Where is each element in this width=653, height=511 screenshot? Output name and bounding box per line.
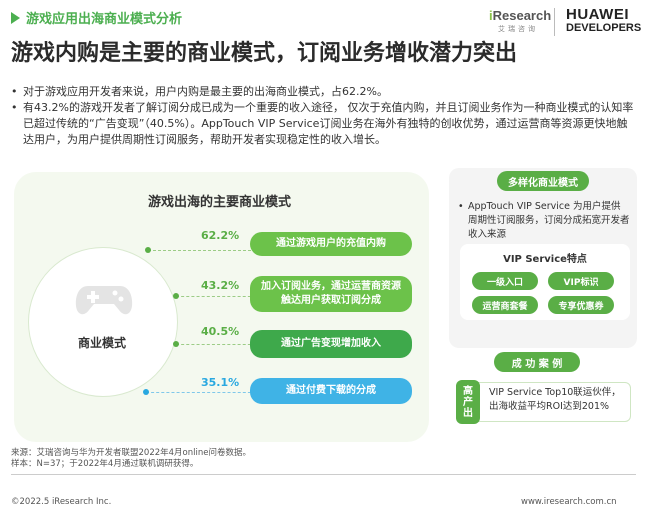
percentage-label: 43.2% [201,279,240,292]
section-tag-label: 游戏应用出海商业模式分析 [26,12,183,27]
success-case-text: VIP Service Top10联运伙伴，出海收益平均ROI达到201% [489,387,621,412]
model-bar-subscription: 加入订阅业务，通过运营商资源触达用户获取订阅分成 [250,276,412,312]
panel-title: 游戏出海的主要商业模式 [148,195,292,210]
page-title: 游戏内购是主要的商业模式，订阅业务增收潜力突出 [11,41,518,66]
vip-tag: 运营商套餐 [472,296,538,314]
footer-notes: 来源：艾瑞咨询与华为开发者联盟2022年4月online问卷数据。 样本：N=3… [11,448,251,470]
copyright: ©2022.5 iResearch Inc. [11,497,112,507]
bullet-item: 对于游戏应用开发者来说，用户内购是最主要的出海商业模式，占62.2%。 [11,84,636,100]
sample-note: 样本：N=37；于2022年4月通过联机调研获得。 [11,459,199,469]
connector-dot [143,389,149,395]
connector-line [146,392,256,393]
gamepad-icon [75,286,133,315]
connector-line [176,344,256,345]
connector-line [148,250,256,251]
high-output-badge: 高 产 出 [456,380,480,424]
huawei-developers-logo: HUAWEI DEVELOPERS [566,6,642,34]
percentage-label: 35.1% [201,376,240,389]
connector-line [176,296,256,297]
diversified-models-heading: 多样化商业模式 [497,171,589,191]
website-link[interactable]: www.iresearch.com.cn [521,497,617,507]
model-bar-advertising: 通过广告变现增加收入 [250,330,412,358]
triangle-icon [11,11,20,24]
vip-features-title: VIP Service特点 [503,254,587,265]
percentage-label: 62.2% [201,229,240,242]
model-bar-paid-download: 通过付费下载的分成 [250,378,412,404]
logo-divider [554,8,555,36]
footer-divider [11,474,636,475]
center-label: 商业模式 [78,336,127,350]
connector-dot [173,341,179,347]
percentage-label: 40.5% [201,325,240,338]
vip-description: • AppTouch VIP Service 为用户提供周期性订阅服务，订阅分成… [458,201,630,240]
summary-bullets: 对于游戏应用开发者来说，用户内购是最主要的出海商业模式，占62.2%。 有43.… [11,84,636,148]
vip-tag: 专享优惠券 [548,296,614,314]
center-circle [28,247,178,397]
iresearch-logo: iResearch 艾瑞咨询 [489,8,552,33]
success-case-heading: 成 功 案 例 [494,352,580,372]
vip-tag: VIP标识 [548,272,614,290]
section-tag: 游戏应用出海商业模式分析 [11,8,182,27]
model-bar-in-app-purchase: 通过游戏用户的充值内购 [250,232,412,256]
bullet-item: 有43.2%的游戏开发者了解订阅分成已成为一个重要的收入途径， 仅次于充值内购，… [11,100,636,148]
connector-dot [145,247,151,253]
source-note: 来源：艾瑞咨询与华为开发者联盟2022年4月online问卷数据。 [11,448,251,458]
connector-dot [173,293,179,299]
vip-tag: 一级入口 [472,272,538,290]
